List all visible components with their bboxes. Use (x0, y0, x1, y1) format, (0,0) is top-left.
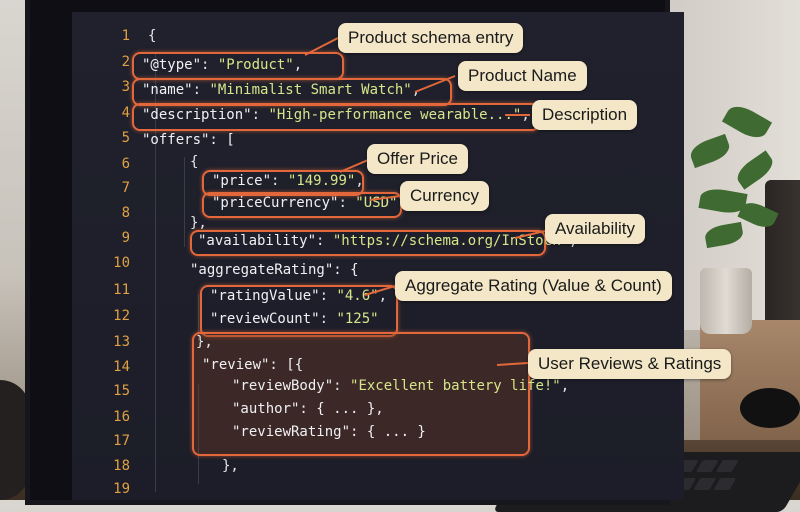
monitor: 1 2 3 4 5 6 7 8 9 10 11 12 13 14 15 16 1… (30, 0, 684, 500)
line-number: 6 (121, 156, 130, 172)
code-line: "name": "Minimalist Smart Watch", (142, 82, 421, 98)
highlight-availability (190, 230, 546, 256)
plant-pot (700, 268, 752, 334)
code-line: "author": { ... }, (232, 401, 384, 417)
callout-description: Description (532, 100, 638, 130)
code-line: "availability": "https://schema.org/InSt… (198, 233, 577, 249)
line-number: 16 (113, 409, 130, 425)
line-number: 5 (121, 130, 130, 146)
code-line: { (148, 28, 157, 44)
line-number: 3 (121, 79, 130, 95)
code-line: "reviewRating": { ... } (232, 424, 426, 440)
line-number: 9 (121, 230, 130, 246)
callout-aggregate-rating: Aggregate Rating (Value & Count) (395, 271, 672, 301)
line-number: 10 (113, 255, 130, 271)
line-number: 17 (113, 433, 130, 449)
code-line: }, (190, 215, 207, 231)
code-line: "reviewCount": "125" (210, 311, 379, 327)
code-line: "@type": "Product", (142, 57, 303, 73)
callout-availability: Availability (545, 214, 646, 244)
line-number: 12 (113, 308, 130, 324)
callout-product-name: Product Name (458, 61, 587, 91)
code-editor[interactable]: 1 2 3 4 5 6 7 8 9 10 11 12 13 14 15 16 1… (72, 12, 684, 500)
code-line: "aggregateRating": { (190, 262, 359, 278)
line-number: 14 (113, 359, 130, 375)
line-number: 18 (113, 458, 130, 474)
callout-currency: Currency (400, 181, 489, 211)
line-number: 13 (113, 334, 130, 350)
code-line: "review": [{ (202, 357, 304, 373)
highlight-reviews (192, 332, 530, 456)
callout-product-schema: Product schema entry (338, 23, 524, 53)
highlight-price (202, 170, 364, 196)
line-number: 2 (121, 54, 130, 70)
code-line: "priceCurrency": "USD" (212, 195, 398, 211)
code-line: }, (196, 334, 213, 350)
callout-offer-price: Offer Price (367, 144, 468, 174)
highlight-rating (200, 285, 398, 337)
line-number: 15 (113, 383, 130, 399)
code-line: "description": "High-performance wearabl… (142, 107, 530, 123)
line-number: 7 (121, 180, 130, 196)
lamp (0, 380, 30, 500)
callout-user-reviews: User Reviews & Ratings (528, 349, 732, 379)
code-line: { (190, 154, 199, 170)
line-number: 8 (121, 205, 130, 221)
line-number: 19 (113, 481, 130, 497)
code-line: "offers": [ (142, 132, 235, 148)
mouse (740, 388, 800, 428)
code-line: }, (222, 458, 239, 474)
code-line: "price": "149.99", (212, 173, 364, 189)
line-number-gutter: 1 2 3 4 5 6 7 8 9 10 11 12 13 14 15 16 1… (72, 12, 132, 500)
code-line: "reviewBody": "Excellent battery life!", (232, 378, 570, 394)
code-line: "ratingValue": "4.6", (210, 288, 388, 304)
line-number: 11 (113, 282, 130, 298)
line-number: 1 (121, 28, 130, 44)
line-number: 4 (121, 105, 130, 121)
